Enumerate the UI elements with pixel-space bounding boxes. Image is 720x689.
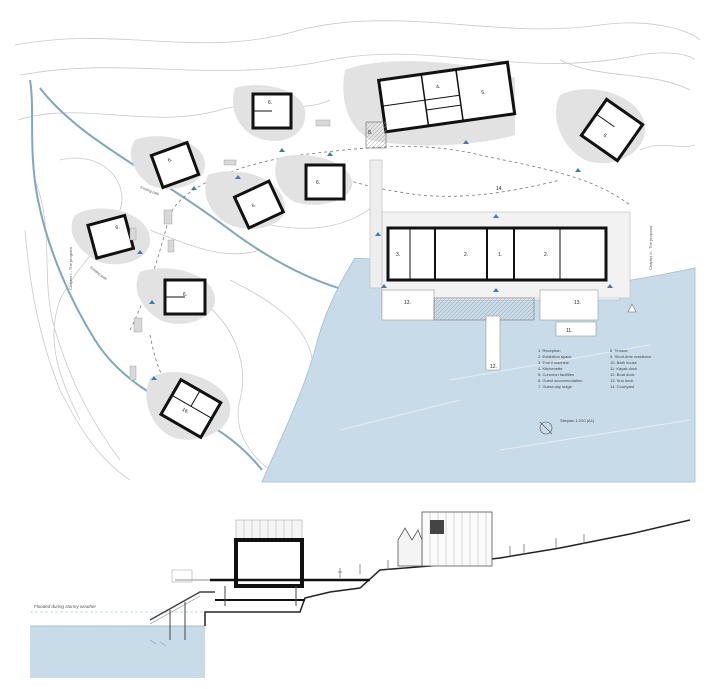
chapter-i-label: Chapter I - The program — [68, 246, 73, 290]
legend-item: 13. Sun deck — [610, 378, 633, 383]
legend-item: 5. Common facilities — [538, 372, 574, 377]
siteplan-scale-label: Siteplan 1:200 (A1) — [560, 418, 595, 423]
cabin-3-number: 6. — [251, 202, 257, 209]
cabin-2: 6. — [149, 140, 201, 190]
site-plan: 6. 6. 6. 6. 6. 6. — [14, 20, 701, 483]
decks-and-piers: 13. 13. 11. 12. 14. — [381, 186, 637, 371]
long-building: 3. 2. 1. 2. — [369, 159, 631, 299]
legend-item: 9. Short-time residence — [610, 354, 652, 359]
cabin-4-number: 6. — [316, 180, 320, 186]
chapter-ii-label: Chapter II - The proposal — [648, 225, 653, 270]
bath-house-number: 16. — [181, 407, 190, 416]
long-building-room-2a: 2. — [464, 252, 468, 258]
legend-item: 7. Guest-day lodge — [538, 384, 573, 389]
path-label-upper: Existing path — [140, 185, 160, 196]
main-house: 4. 5. — [376, 60, 517, 134]
flooded-label: Flooded during stormy weather — [34, 604, 97, 609]
sailboat-icon — [627, 303, 637, 313]
legend-item: 3. Event machine — [538, 360, 570, 365]
legend-item: 11. Kayak dock — [610, 366, 637, 371]
section-stair — [149, 591, 215, 621]
contour-lines — [14, 20, 701, 481]
cabin-6: 6. — [163, 278, 207, 316]
entry-markers — [137, 140, 613, 380]
long-building-room-3: 3. — [396, 252, 400, 258]
section-figures — [149, 534, 585, 647]
cabin-4: 6. — [304, 163, 346, 201]
callout-12: 12. — [490, 364, 497, 370]
main-house-room-5: 5. — [481, 90, 486, 97]
cabin-1: 6. — [251, 92, 293, 130]
cabin-7-number: 6. — [602, 133, 609, 140]
cabin-3: 6. — [232, 179, 286, 231]
section-building — [171, 519, 370, 606]
legend-item: 12. Boat dock — [610, 372, 634, 377]
cabin-5-number: 6. — [115, 224, 121, 231]
long-building-room-1: 1. — [498, 252, 502, 258]
legend-item: 1. Reception — [538, 348, 560, 353]
cabin-6-number: 6. — [183, 292, 187, 298]
section-cabin-elevation — [397, 511, 493, 567]
long-building-room-2b: 2. — [544, 252, 548, 258]
legend-item: 2. Exhibition space — [538, 354, 572, 359]
cabin-1-number: 6. — [268, 100, 272, 106]
cabins: 6. 6. 6. 6. 6. 6. — [86, 92, 645, 440]
callout-11: 11. — [566, 328, 573, 334]
main-house-room-8: 8. — [368, 130, 372, 136]
cabin-2-number: 6. — [167, 157, 173, 164]
main-house-stairs — [365, 121, 387, 149]
legend-item: 10. Bath house — [610, 360, 638, 365]
cabin-7: 6. — [579, 97, 645, 163]
legend-item: 4. Kitchenette — [538, 366, 563, 371]
callout-13-left: 13. — [404, 300, 411, 306]
legend-item: 14. Courtyard — [610, 384, 634, 389]
legend-item: 8. Terrace — [610, 348, 628, 353]
section-water — [30, 626, 205, 678]
callout-13-right: 13. — [574, 300, 581, 306]
north-arrow: Siteplan 1:200 (A1) — [539, 418, 595, 435]
bath-house: 16. — [158, 377, 223, 440]
legend-item: 6. Guest accommodation — [538, 378, 582, 383]
section-drawing: Flooded during stormy weather — [30, 511, 691, 678]
callout-14: 14. — [496, 186, 503, 192]
small-site-objects — [129, 119, 331, 381]
cabin-5: 6. — [86, 213, 136, 260]
main-house-room-4: 4. — [436, 84, 441, 91]
path-label-lower: Existing path — [89, 266, 107, 282]
